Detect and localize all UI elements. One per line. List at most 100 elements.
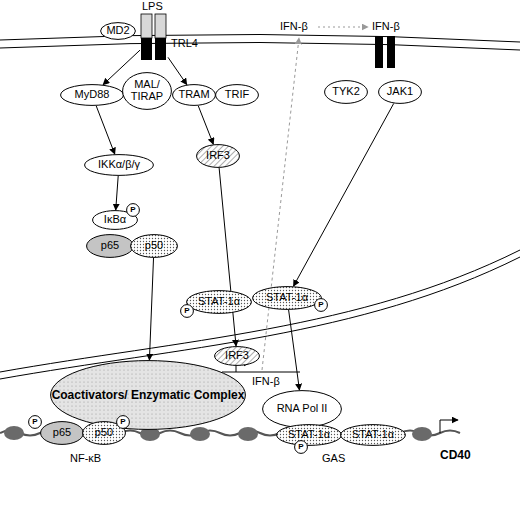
oval-outline <box>325 81 368 104</box>
node-text: RNA Pol II <box>277 403 328 415</box>
protein-oval: JAK1 <box>378 80 422 104</box>
ligand-label: LPS <box>142 0 163 12</box>
nucleosome <box>190 427 210 441</box>
node-text: MD2 <box>106 25 129 37</box>
protein-oval: MAL/ TIRAP <box>122 72 172 110</box>
node-text: STAT-1α <box>198 296 240 308</box>
receptor-symbol <box>140 14 168 60</box>
oval-outline <box>253 287 322 310</box>
node-text: TRAM <box>178 89 209 101</box>
node-text: p50 <box>95 427 113 439</box>
oval-outline <box>131 235 178 258</box>
gene-line <box>222 372 300 373</box>
node-text: TYK2 <box>332 86 360 98</box>
oval-outline <box>85 155 154 176</box>
node-text: p65 <box>53 427 71 439</box>
nucleosome <box>238 427 258 441</box>
node-text: STAT-1α <box>288 429 330 441</box>
oval-outline <box>187 291 252 314</box>
oval-outline <box>295 441 308 454</box>
node-text: IKKα/β/γ <box>98 159 140 171</box>
signal-arrow <box>96 106 115 154</box>
node-text: MyD88 <box>75 89 110 101</box>
oval-outline <box>61 85 124 106</box>
oval-outline <box>379 81 422 104</box>
signal-arrow <box>219 168 236 346</box>
phosphate-circle: P <box>314 298 328 312</box>
cell-membrane <box>0 42 520 50</box>
promoter-arrow <box>440 420 458 433</box>
oval-outline <box>277 425 342 446</box>
protein-oval: STAT-1αP <box>252 286 322 310</box>
site-label: GAS <box>322 452 345 464</box>
receptor-bar <box>155 38 166 60</box>
phosphate-mark: P <box>120 418 125 426</box>
ifn-receptor-bar <box>375 36 383 68</box>
nucleosome <box>4 426 24 440</box>
oval-outline <box>41 422 84 445</box>
cytokine-label: IFN-β <box>280 20 308 32</box>
receptor: TRL4 <box>140 14 168 60</box>
protein-oval: p50 P <box>82 421 126 445</box>
protein-oval: TRIF <box>215 84 259 106</box>
phosphate-mark: P <box>318 301 323 309</box>
protein-oval: IκBαP <box>92 210 138 230</box>
cell-membrane <box>0 34 520 42</box>
oval-outline <box>197 145 240 168</box>
signal-arrow <box>293 103 393 286</box>
ifn-receptor-bar <box>387 36 395 68</box>
oval-outline <box>123 73 172 110</box>
protein-oval: IKKα/β/γ <box>84 154 154 176</box>
phosphate-mark: P <box>130 206 135 214</box>
node-text: p65 <box>101 240 119 252</box>
protein-oval: TYK2 <box>324 80 368 104</box>
oval-outline <box>341 425 406 446</box>
signal-arrow <box>116 176 118 210</box>
protein-oval: MyD88 <box>60 84 124 106</box>
node-text: JAK1 <box>387 86 413 98</box>
protein-oval: TRAM <box>172 84 216 106</box>
node-text: MAL/ TIRAP <box>122 79 172 102</box>
oval-outline <box>51 361 246 430</box>
phosphate-circle: P <box>294 440 308 454</box>
oval-outline <box>263 391 342 428</box>
oval-outline <box>215 347 260 366</box>
signal-arrow <box>149 258 153 360</box>
protein-oval: MD2 <box>100 22 136 40</box>
phosphate-mark: P <box>184 307 189 315</box>
protein-oval: RNA Pol II <box>262 390 342 428</box>
receptor-bar <box>155 14 166 38</box>
oval-outline <box>117 416 130 429</box>
oval-outline <box>173 85 216 106</box>
protein-oval: p50 <box>130 234 178 258</box>
phosphate-circle: P <box>28 415 42 429</box>
node-text: IκBα <box>104 214 126 226</box>
node-text: TRIF <box>225 89 249 101</box>
node-text: STAT-1α <box>352 429 394 441</box>
node-text: TRL4 <box>171 38 198 50</box>
secretion-arrow <box>318 27 368 28</box>
site-label: NF-κB <box>70 452 101 464</box>
protein-oval: IRF3 <box>214 346 260 366</box>
signal-arrow <box>289 310 300 390</box>
protein-oval: STAT-1αP <box>276 424 342 446</box>
node-text: IRF3 <box>225 350 249 362</box>
oval-outline <box>87 235 134 258</box>
phosphate-circle: P <box>180 304 194 318</box>
node-text: IRF3 <box>206 150 230 162</box>
node-text: p50 <box>145 240 163 252</box>
oval-outline <box>29 416 42 429</box>
receptor-bar <box>141 38 152 60</box>
cytokine-label: IFN-β <box>372 20 400 32</box>
protein-oval: IRF3 <box>196 144 240 168</box>
oval-outline <box>315 299 328 312</box>
complex-oval: Coactivators/ Enzymatic Complex <box>50 360 246 430</box>
node-text: Coactivators/ Enzymatic Complex <box>52 389 245 402</box>
protein-oval: p65P <box>40 421 84 445</box>
node-text: STAT-1α <box>266 292 308 304</box>
secretion-line <box>262 38 299 370</box>
phosphate-mark: P <box>298 443 303 451</box>
oval-outline <box>127 204 140 217</box>
gene-label: CD40 <box>440 448 471 462</box>
phosphate-circle: P <box>116 415 130 429</box>
